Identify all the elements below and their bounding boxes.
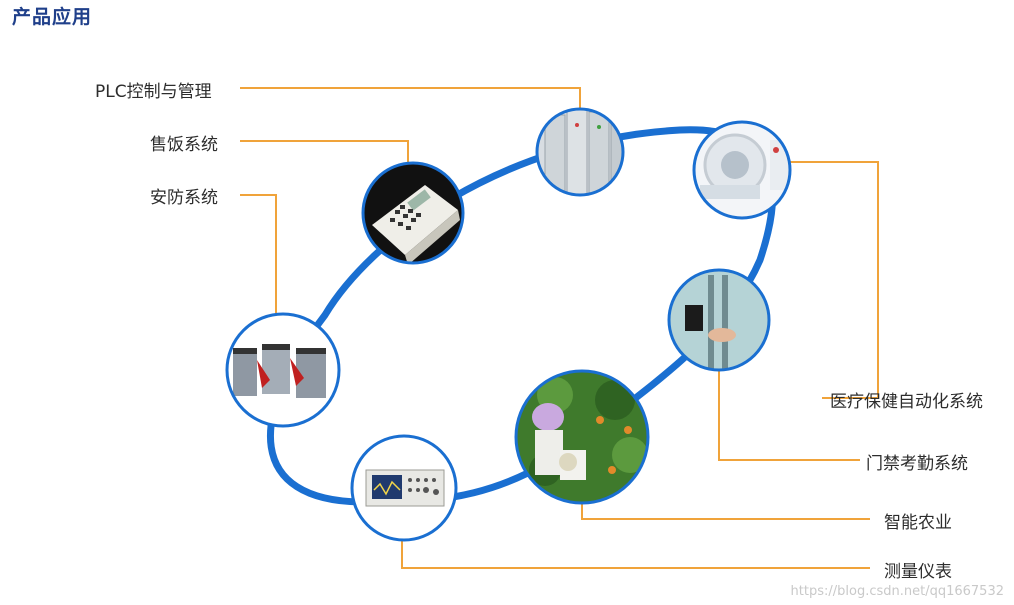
electrical-cabinet-icon bbox=[535, 107, 625, 197]
label-smart-agriculture: 智能农业 bbox=[884, 513, 952, 533]
label-measuring-instruments: 测量仪表 bbox=[884, 562, 952, 582]
label-pos-system: 售饭系统 bbox=[150, 135, 218, 155]
label-access-attendance: 门禁考勤系统 bbox=[866, 454, 968, 474]
agri-robot-icon bbox=[514, 369, 650, 505]
label-plc: PLC控制与管理 bbox=[95, 82, 212, 102]
watermark-text: https://blog.csdn.net/qq1667532 bbox=[790, 584, 1004, 599]
leader-medical bbox=[790, 161, 879, 399]
leader-meter bbox=[401, 540, 870, 569]
medical-scanner-icon bbox=[692, 120, 792, 220]
leader-plc bbox=[240, 87, 581, 110]
leader-agri bbox=[581, 503, 870, 520]
oscilloscope-icon bbox=[350, 434, 458, 542]
leader-access bbox=[718, 370, 860, 461]
leader-security bbox=[240, 194, 277, 316]
leader-pos bbox=[240, 140, 409, 166]
security-gate-icon bbox=[225, 312, 341, 428]
pos-terminal-icon bbox=[361, 161, 465, 265]
card-reader-icon bbox=[667, 268, 771, 372]
page-title: 产品应用 bbox=[12, 6, 93, 28]
label-medical: 医疗保健自动化系统 bbox=[830, 392, 983, 412]
label-security: 安防系统 bbox=[150, 188, 218, 208]
